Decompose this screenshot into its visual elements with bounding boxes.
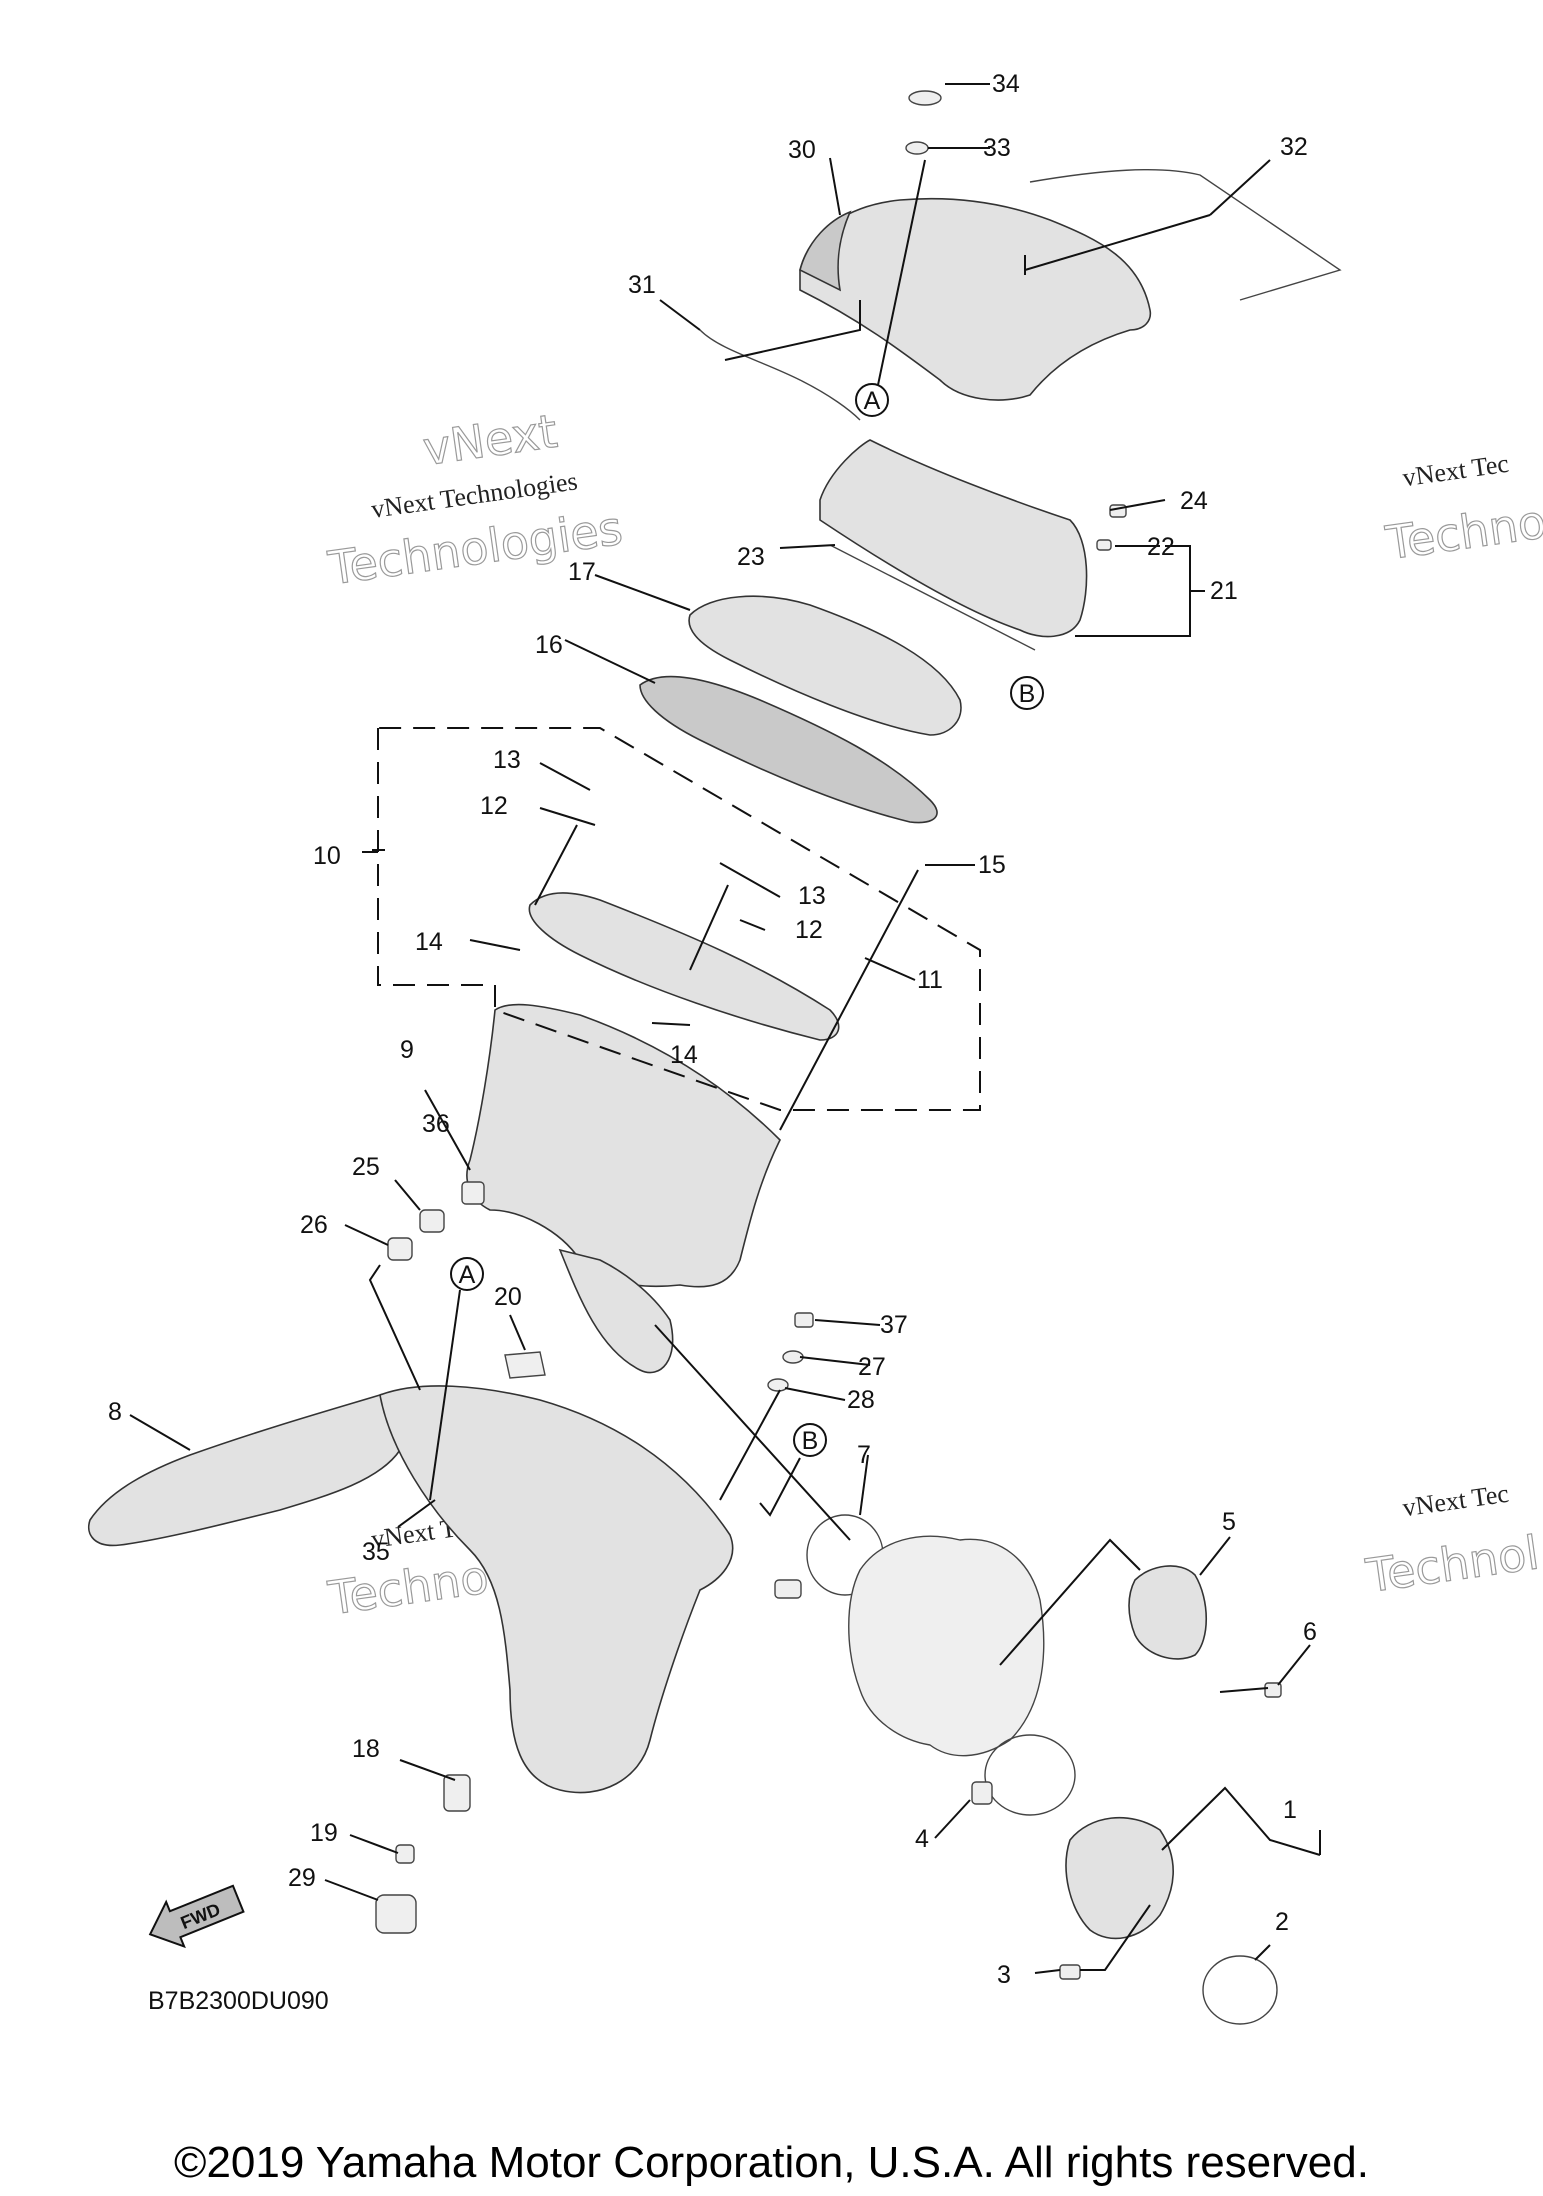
ref-label: B xyxy=(802,1427,819,1455)
filter-case-outlet xyxy=(558,1248,674,1374)
callout-12-right[interactable]: 12 xyxy=(795,916,823,944)
callout-labels: 34 33 30 32 31 24 22 21 23 17 16 13 12 1… xyxy=(108,70,1317,1989)
clamp-4-shape xyxy=(971,1734,1076,1816)
callout-27[interactable]: 27 xyxy=(858,1353,886,1381)
copyright-notice: ©2019 Yamaha Motor Corporation, U.S.A. A… xyxy=(174,2138,1369,2187)
callout-7[interactable]: 7 xyxy=(857,1441,871,1469)
callout-4[interactable]: 4 xyxy=(915,1825,929,1853)
callout-19[interactable]: 19 xyxy=(310,1819,338,1847)
ref-circle-a-lower: A xyxy=(450,1257,484,1291)
top-cover-shape xyxy=(799,197,1152,401)
callout-13[interactable]: 13 xyxy=(493,746,521,774)
callout-26[interactable]: 26 xyxy=(300,1211,328,1239)
callout-5[interactable]: 5 xyxy=(1222,1508,1236,1536)
callout-12[interactable]: 12 xyxy=(480,792,508,820)
callout-34[interactable]: 34 xyxy=(992,70,1020,98)
callout-24[interactable]: 24 xyxy=(1180,487,1208,515)
callout-8[interactable]: 8 xyxy=(108,1398,122,1426)
clip-20-shape xyxy=(504,1351,546,1379)
bracket-18-shape xyxy=(443,1774,471,1812)
callout-2[interactable]: 2 xyxy=(1275,1908,1289,1936)
callout-9[interactable]: 9 xyxy=(400,1036,414,1064)
throttle-body-shape xyxy=(848,1535,1045,1757)
collar-26-shape xyxy=(387,1237,413,1261)
bolt-36-shape xyxy=(461,1181,485,1205)
air-filter-16-shape xyxy=(639,675,938,824)
watermark-upper-right: vNext Tec Technol xyxy=(1381,449,1543,571)
bolt-19-shape xyxy=(395,1844,415,1864)
bolt-37-shape xyxy=(794,1312,814,1328)
ref-circle-b-top: B xyxy=(1010,676,1044,710)
ref-label: B xyxy=(1019,680,1036,708)
filter-case-9-shape xyxy=(466,1003,781,1288)
diagram-code: B7B2300DU090 xyxy=(148,1987,329,2015)
callout-14[interactable]: 14 xyxy=(415,928,443,956)
cap-34-shape xyxy=(905,90,942,155)
watermark-text: vNext xyxy=(420,404,561,476)
screw-22-shape xyxy=(1096,539,1112,551)
watermark-text: Technol xyxy=(1362,1525,1542,1603)
callout-33[interactable]: 33 xyxy=(983,134,1011,162)
callout-30[interactable]: 30 xyxy=(788,136,816,164)
fwd-arrow: FWD xyxy=(148,1884,245,1949)
callout-20[interactable]: 20 xyxy=(494,1283,522,1311)
watermark-text: vNext Tec xyxy=(1401,449,1511,493)
callout-16[interactable]: 16 xyxy=(535,631,563,659)
ref-circle-b-lower: B xyxy=(793,1423,827,1457)
callout-15[interactable]: 15 xyxy=(978,851,1006,879)
group-10-dashed-outline xyxy=(377,727,981,1111)
callout-29[interactable]: 29 xyxy=(288,1864,316,1892)
watermark-text: Technol xyxy=(1382,492,1543,570)
joint-1-shape xyxy=(1065,1816,1174,1940)
callout-22[interactable]: 22 xyxy=(1147,533,1175,561)
callout-36[interactable]: 36 xyxy=(422,1110,450,1138)
o-ring-2-shape xyxy=(1202,1955,1278,2025)
callout-21[interactable]: 21 xyxy=(1210,577,1238,605)
ref-label: A xyxy=(864,387,881,415)
top-cover-dark-edge xyxy=(799,210,852,292)
callout-13-right[interactable]: 13 xyxy=(798,882,826,910)
joint-plate-shape xyxy=(819,439,1088,638)
callout-31[interactable]: 31 xyxy=(628,271,656,299)
callout-28[interactable]: 28 xyxy=(847,1386,875,1414)
leader-lines xyxy=(129,83,1321,1974)
callout-23[interactable]: 23 xyxy=(737,543,765,571)
callout-3[interactable]: 3 xyxy=(997,1961,1011,1989)
callout-11[interactable]: 11 xyxy=(917,966,943,994)
watermark-lower-right: vNext Tec Technol xyxy=(1362,1479,1543,1604)
grommet-25-shape xyxy=(419,1209,445,1233)
lower-case-shape xyxy=(379,1385,734,1794)
screw-6-shape xyxy=(1264,1682,1282,1698)
callout-1[interactable]: 1 xyxy=(1283,1796,1297,1824)
grid-plate-shape xyxy=(528,892,840,1041)
callout-17[interactable]: 17 xyxy=(568,558,596,586)
screw-3-shape xyxy=(1059,1964,1081,1980)
callout-32[interactable]: 32 xyxy=(1280,133,1308,161)
element-cage-17-shape xyxy=(688,595,962,736)
rod-23-shape xyxy=(829,544,1036,651)
cap-29-shape xyxy=(375,1894,417,1934)
intake-duct-8-shape xyxy=(88,1393,405,1547)
watermark-text: vNext Tec xyxy=(1401,1479,1511,1523)
callout-37[interactable]: 37 xyxy=(880,1311,908,1339)
ref-circle-a-top: A xyxy=(855,383,889,417)
callout-14-lower[interactable]: 14 xyxy=(670,1041,698,1069)
ref-label: A xyxy=(459,1261,476,1289)
callout-35[interactable]: 35 xyxy=(362,1538,390,1566)
callout-18[interactable]: 18 xyxy=(352,1735,380,1763)
sensor-5-shape xyxy=(1128,1565,1208,1660)
seal-32-shape xyxy=(1029,168,1342,301)
callout-10[interactable]: 10 xyxy=(313,842,341,870)
callout-25[interactable]: 25 xyxy=(352,1153,380,1181)
callout-6[interactable]: 6 xyxy=(1303,1618,1317,1646)
washer-28-shape xyxy=(767,1378,789,1392)
seal-31-shape xyxy=(699,329,861,421)
